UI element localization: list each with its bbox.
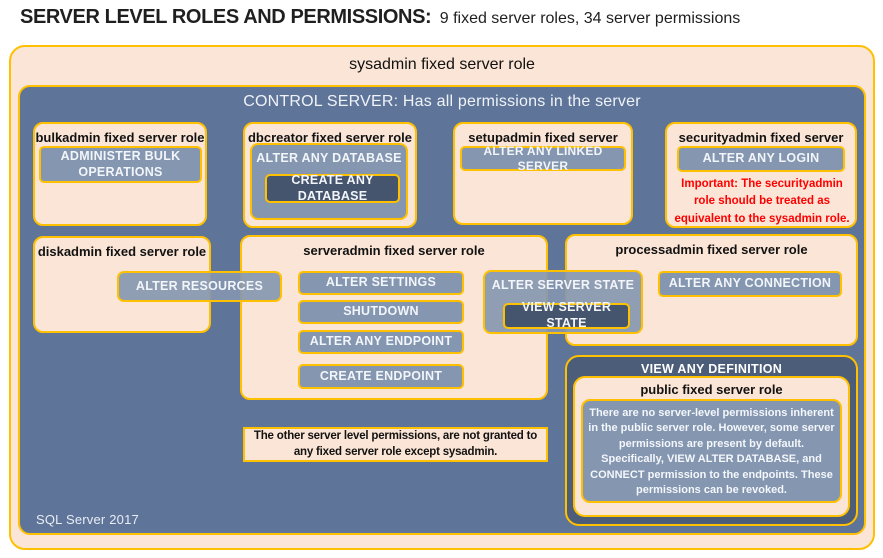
page-title: SERVER LEVEL ROLES AND PERMISSIONS: 9 fi… [20, 6, 860, 29]
bulkadmin-role-title: bulkadmin fixed server role [35, 130, 205, 145]
permission-alter-settings: ALTER SETTINGS [298, 271, 464, 295]
bulkadmin-role-box: bulkadmin fixed server role ADMINISTER B… [33, 122, 207, 226]
permission-alter-server-state: ALTER SERVER STATE VIEW SERVER STATE [483, 270, 643, 334]
public-role-description: There are no server-level permissions in… [581, 399, 842, 503]
permission-shutdown: SHUTDOWN [298, 300, 464, 324]
sysadmin-role-title: sysadmin fixed server role [349, 56, 535, 73]
setupadmin-role-box: setupadmin fixed server role ALTER ANY L… [453, 122, 633, 225]
permission-alter-server-state-label: ALTER SERVER STATE [491, 278, 635, 292]
permission-alter-any-database: ALTER ANY DATABASE CREATE ANY DATABASE [250, 143, 408, 220]
processadmin-role-title: processadmin fixed server role [615, 242, 808, 257]
page-title-subtitle: 9 fixed server roles, 34 server permissi… [439, 10, 741, 27]
other-permissions-note: The other server level permissions, are … [243, 427, 548, 462]
permission-alter-any-endpoint: ALTER ANY ENDPOINT [298, 330, 464, 354]
serveradmin-role-title: serveradmin fixed server role [303, 243, 485, 258]
permission-create-any-database: CREATE ANY DATABASE [265, 173, 400, 203]
public-role-title: public fixed server role [640, 382, 783, 397]
permission-administer-bulk-operations: ADMINISTER BULK OPERATIONS [39, 146, 202, 183]
dbcreator-role-box: dbcreator fixed server role ALTER ANY DA… [243, 122, 417, 228]
securityadmin-role-box: securityadmin fixed server role ALTER AN… [665, 122, 857, 228]
permission-alter-any-database-label: ALTER ANY DATABASE [256, 151, 402, 165]
public-role-box: public fixed server role There are no se… [573, 376, 850, 517]
securityadmin-warning-text: Important: The securityadmin role should… [674, 178, 850, 225]
permission-alter-any-login: ALTER ANY LOGIN [677, 146, 845, 172]
permission-alter-any-linked-server: ALTER ANY LINKED SERVER [460, 144, 626, 173]
control-server-title: CONTROL SERVER: Has all permissions in t… [243, 93, 641, 110]
permission-create-endpoint: CREATE ENDPOINT [298, 364, 464, 389]
page-title-main: SERVER LEVEL ROLES AND PERMISSIONS: [20, 6, 432, 28]
diskadmin-role-title: diskadmin fixed server role [37, 244, 207, 259]
dbcreator-role-title: dbcreator fixed server role [247, 130, 413, 145]
permission-alter-resources: ALTER RESOURCES [117, 271, 282, 302]
permission-view-server-state: VIEW SERVER STATE [503, 300, 630, 330]
view-any-definition-box: VIEW ANY DEFINITION public fixed server … [565, 355, 858, 526]
permission-alter-any-connection: ALTER ANY CONNECTION [658, 271, 842, 297]
permission-view-any-definition-label: VIEW ANY DEFINITION [640, 362, 783, 376]
sql-server-version-label: SQL Server 2017 [36, 512, 139, 527]
